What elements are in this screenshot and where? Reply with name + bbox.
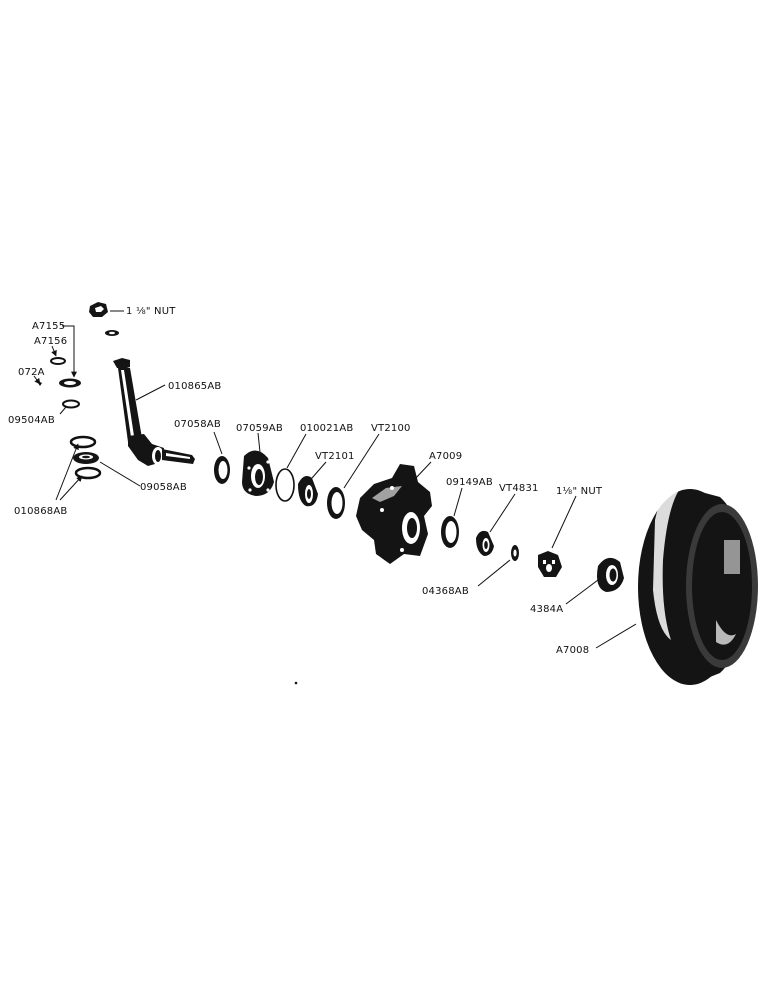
- 09058ab-bearing-part: [73, 452, 99, 464]
- label-a7009: A7009: [429, 451, 462, 462]
- leader-072a: [33, 375, 41, 385]
- leader-09058ab: [99, 461, 141, 487]
- 4384a-cap-part: [597, 557, 624, 592]
- 07059ab-cover-part: [242, 450, 274, 496]
- stray-dot: [294, 681, 298, 685]
- 04368ab-washer-part: [511, 545, 519, 561]
- leader-a7156: [51, 345, 57, 357]
- vt4831-bearing-cone-part: [476, 530, 494, 556]
- leader-010868ab-a: [55, 443, 79, 501]
- castle-nut-part: [538, 551, 562, 577]
- leader-09149ab: [453, 487, 463, 517]
- label-010865ab: 010865AB: [168, 381, 221, 392]
- 07058ab-seal-part: [214, 456, 230, 484]
- leader-vt2100: [343, 433, 380, 489]
- label-010868ab: 010868AB: [14, 506, 67, 517]
- 09149ab-bearing-cup-part: [441, 516, 459, 548]
- label-vt4831: VT4831: [499, 483, 539, 494]
- 09504ab-ring-part: [62, 399, 80, 409]
- label-vt2101: VT2101: [315, 451, 355, 462]
- vt2101-bearing-cone-part: [298, 476, 318, 507]
- leader-010868ab-b: [59, 475, 83, 501]
- label-vt2100: VT2100: [371, 423, 411, 434]
- label-04368ab: 04368AB: [422, 586, 469, 597]
- a7009-hub-part: [356, 464, 432, 564]
- leader-010865ab: [135, 384, 166, 401]
- label-072a: 072A: [18, 367, 45, 378]
- a7155-washer-part: [59, 378, 81, 388]
- a7008-wheel-rim-part: [638, 489, 758, 685]
- nut-washer-part: [105, 330, 119, 336]
- label-09504ab: 09504AB: [8, 415, 55, 426]
- leader-nut-hub: [551, 495, 577, 549]
- leader-04368ab: [477, 559, 511, 587]
- label-09149ab: 09149AB: [446, 477, 493, 488]
- label-a7008: A7008: [556, 645, 589, 656]
- leader-a7008: [595, 623, 637, 649]
- label-nut-hub: 1⅛" NUT: [556, 486, 603, 497]
- label-07059ab: 07059AB: [236, 423, 283, 434]
- top-nut-part: [89, 302, 108, 317]
- leader-vt2101: [311, 461, 327, 479]
- leader-07058ab: [213, 431, 223, 455]
- 010021ab-gasket-part: [275, 468, 295, 502]
- label-a7156: A7156: [34, 336, 67, 347]
- vt2100-bearing-cup-part: [327, 487, 345, 519]
- a7156-washer-part: [50, 357, 66, 365]
- label-4384a: 4384A: [530, 604, 563, 615]
- leader-vt4831: [489, 493, 516, 533]
- label-a7155: A7155: [32, 321, 65, 332]
- leader-a7009: [413, 461, 432, 481]
- label-07058ab: 07058AB: [174, 419, 221, 430]
- label-09058ab: 09058AB: [140, 482, 187, 493]
- steering-knuckle-part: [113, 358, 195, 466]
- leader-a7155: [62, 325, 77, 378]
- leader-4384a: [565, 579, 599, 605]
- 010868ab-lower-washer-part: [74, 466, 102, 480]
- label-010021ab: 010021AB: [300, 423, 353, 434]
- leader-07059ab: [257, 432, 261, 453]
- leader-010021ab: [286, 433, 307, 469]
- leader-09504ab: [59, 406, 67, 415]
- label-nut-top: 1 ⅛" NUT: [126, 306, 176, 317]
- 010868ab-upper-washer-part: [69, 435, 97, 449]
